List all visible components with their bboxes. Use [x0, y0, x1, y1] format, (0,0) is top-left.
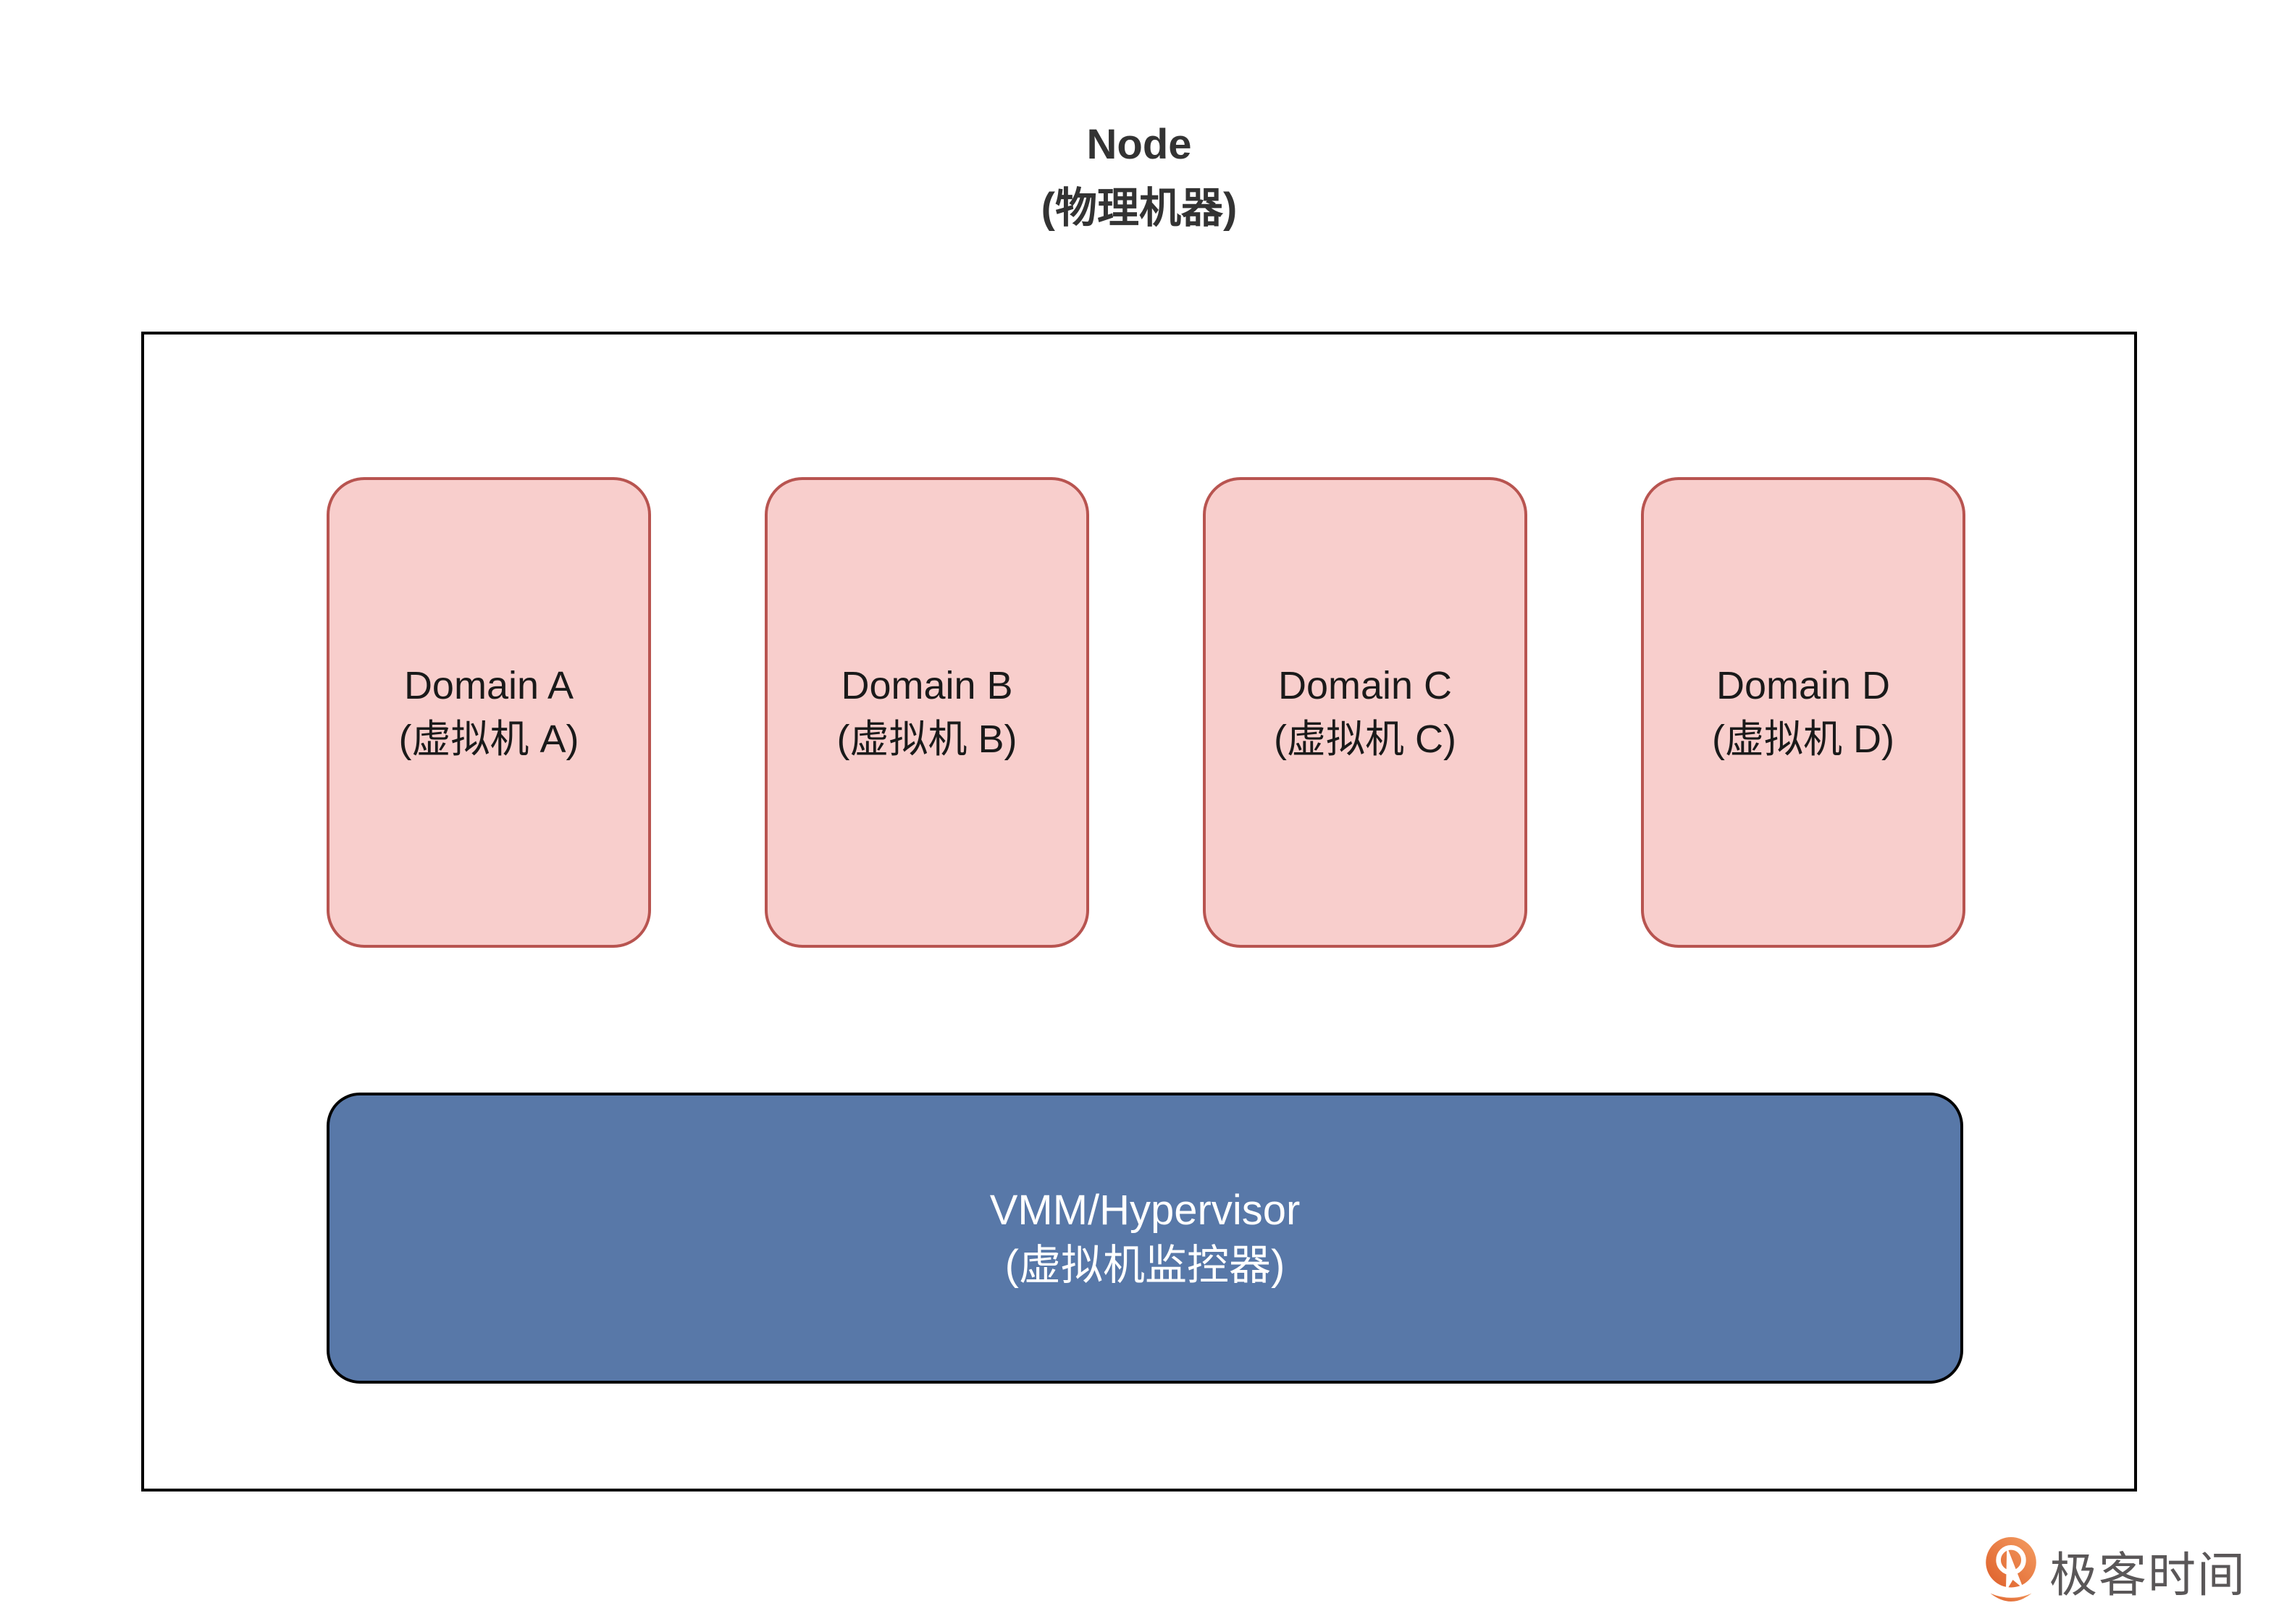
hypervisor-box: VMM/Hypervisor (虚拟机监控器): [327, 1093, 1963, 1384]
node-box: Domain A (虚拟机 A) Domain B (虚拟机 B) Domain…: [141, 332, 2137, 1492]
domain-a-label: Domain A: [403, 664, 574, 707]
hypervisor-label: VMM/Hypervisor: [989, 1187, 1301, 1234]
diagram-title: Node (物理机器): [141, 113, 2137, 240]
diagram-title-line1: Node: [1086, 121, 1192, 168]
domain-box-d: Domain D (虚拟机 D): [1641, 477, 1965, 948]
diagram-title-line2: (物理机器): [1041, 185, 1238, 232]
domain-a-sublabel: (虚拟机 A): [398, 718, 579, 761]
domain-box-b: Domain B (虚拟机 B): [765, 477, 1089, 948]
domain-d-label: Domain D: [1716, 664, 1891, 707]
domain-b-label: Domain B: [841, 664, 1013, 707]
hypervisor-sublabel: (虚拟机监控器): [1004, 1242, 1285, 1289]
domain-box-a: Domain A (虚拟机 A): [327, 477, 651, 948]
domain-c-sublabel: (虚拟机 C): [1274, 718, 1456, 761]
domain-c-label: Domain C: [1277, 664, 1453, 707]
geektime-logo-text: 极客时间: [2049, 1548, 2246, 1602]
domain-box-c: Domain C (虚拟机 C): [1203, 477, 1527, 948]
geektime-logo: 极客时间: [1986, 1533, 2246, 1609]
geektime-pin-icon: [1986, 1537, 2036, 1602]
domain-b-sublabel: (虚拟机 B): [836, 718, 1017, 761]
domain-d-sublabel: (虚拟机 D): [1712, 718, 1894, 761]
